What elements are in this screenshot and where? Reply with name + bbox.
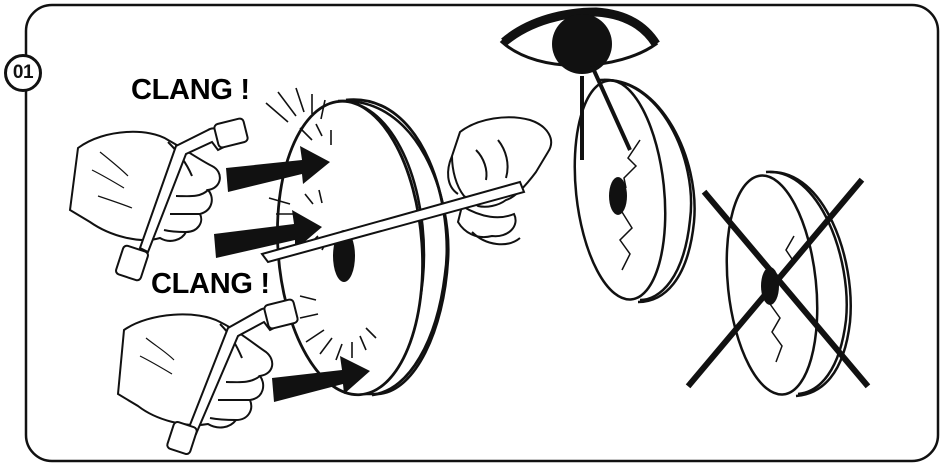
inspection-wheel [565,76,695,304]
step-number-badge: 01 [4,54,42,92]
clang-label-top: CLANG ! [131,74,250,107]
hand-with-wrench-top [70,118,248,282]
step-number: 01 [13,62,33,84]
hand-with-wrench-bottom [118,299,298,455]
clang-label-bottom: CLANG ! [151,268,270,301]
